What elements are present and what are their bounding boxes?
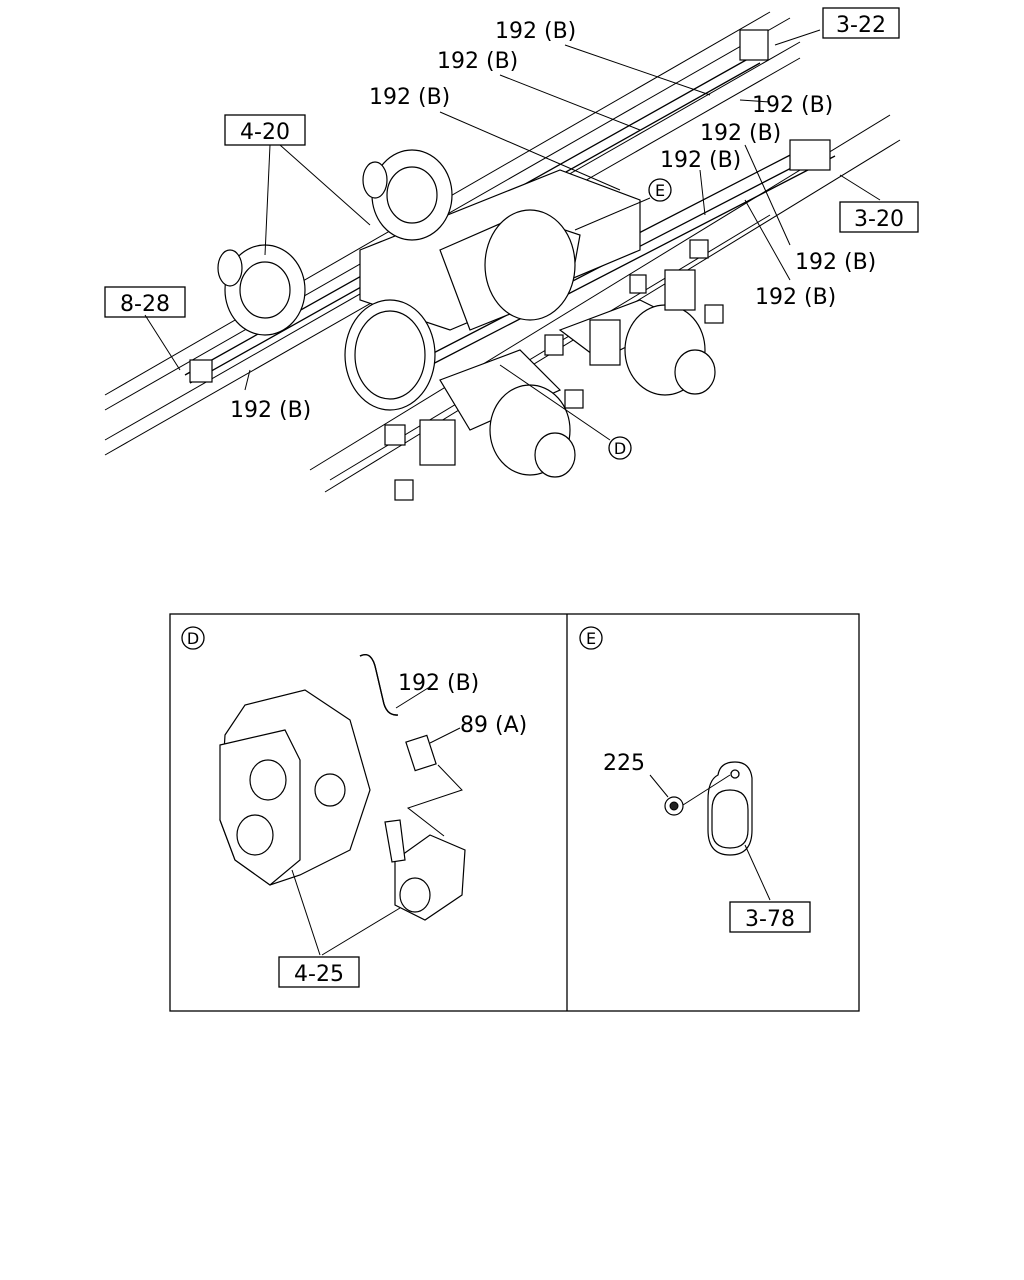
hose-label-6: 192 (B) bbox=[660, 148, 741, 173]
ref-box-3-20: 3-20 bbox=[839, 201, 919, 233]
ref-box-4-20: 4-20 bbox=[224, 114, 306, 146]
hose-label-2: 192 (B) bbox=[437, 49, 518, 74]
axle-assembly bbox=[189, 29, 831, 501]
ref-4-25-text: 4-25 bbox=[294, 962, 344, 987]
panel-D: D 192 (B) 89 (A) 4-25 bbox=[181, 626, 527, 988]
ref-4-20-text: 4-20 bbox=[240, 120, 290, 145]
callout-D-text: D bbox=[614, 439, 626, 458]
ref-3-22-text: 3-22 bbox=[836, 13, 886, 38]
detail-panels-frame bbox=[169, 613, 860, 1012]
ref-box-3-78: 3-78 bbox=[729, 901, 811, 933]
hose-label-3: 192 (B) bbox=[369, 85, 450, 110]
hose-label-9: 192 (B) bbox=[230, 398, 311, 423]
panel-E: E 225 3-78 bbox=[579, 626, 811, 933]
fitting-label-detail-D: 89 (A) bbox=[460, 713, 527, 738]
leader-lines-top bbox=[144, 29, 881, 441]
panel-E-marker: E bbox=[586, 629, 596, 648]
ref-box-4-25: 4-25 bbox=[278, 956, 360, 988]
ref-8-28-text: 8-28 bbox=[120, 292, 170, 317]
nut-label-detail-E: 225 bbox=[603, 751, 645, 776]
callout-D: D bbox=[608, 436, 632, 460]
hose-label-1: 192 (B) bbox=[495, 19, 576, 44]
ref-3-20-text: 3-20 bbox=[854, 207, 904, 232]
ref-3-78-text: 3-78 bbox=[745, 907, 795, 932]
ref-box-8-28: 8-28 bbox=[104, 286, 186, 318]
hose-label-8: 192 (B) bbox=[755, 285, 836, 310]
callout-E: E bbox=[648, 178, 672, 202]
hose-label-4: 192 (B) bbox=[752, 93, 833, 118]
hose-label-7: 192 (B) bbox=[795, 250, 876, 275]
callout-E-text: E bbox=[655, 181, 665, 200]
panel-D-marker: D bbox=[187, 629, 199, 648]
hose-label-5: 192 (B) bbox=[700, 121, 781, 146]
ref-box-3-22: 3-22 bbox=[822, 7, 900, 39]
hose-label-detail-D: 192 (B) bbox=[398, 671, 479, 696]
